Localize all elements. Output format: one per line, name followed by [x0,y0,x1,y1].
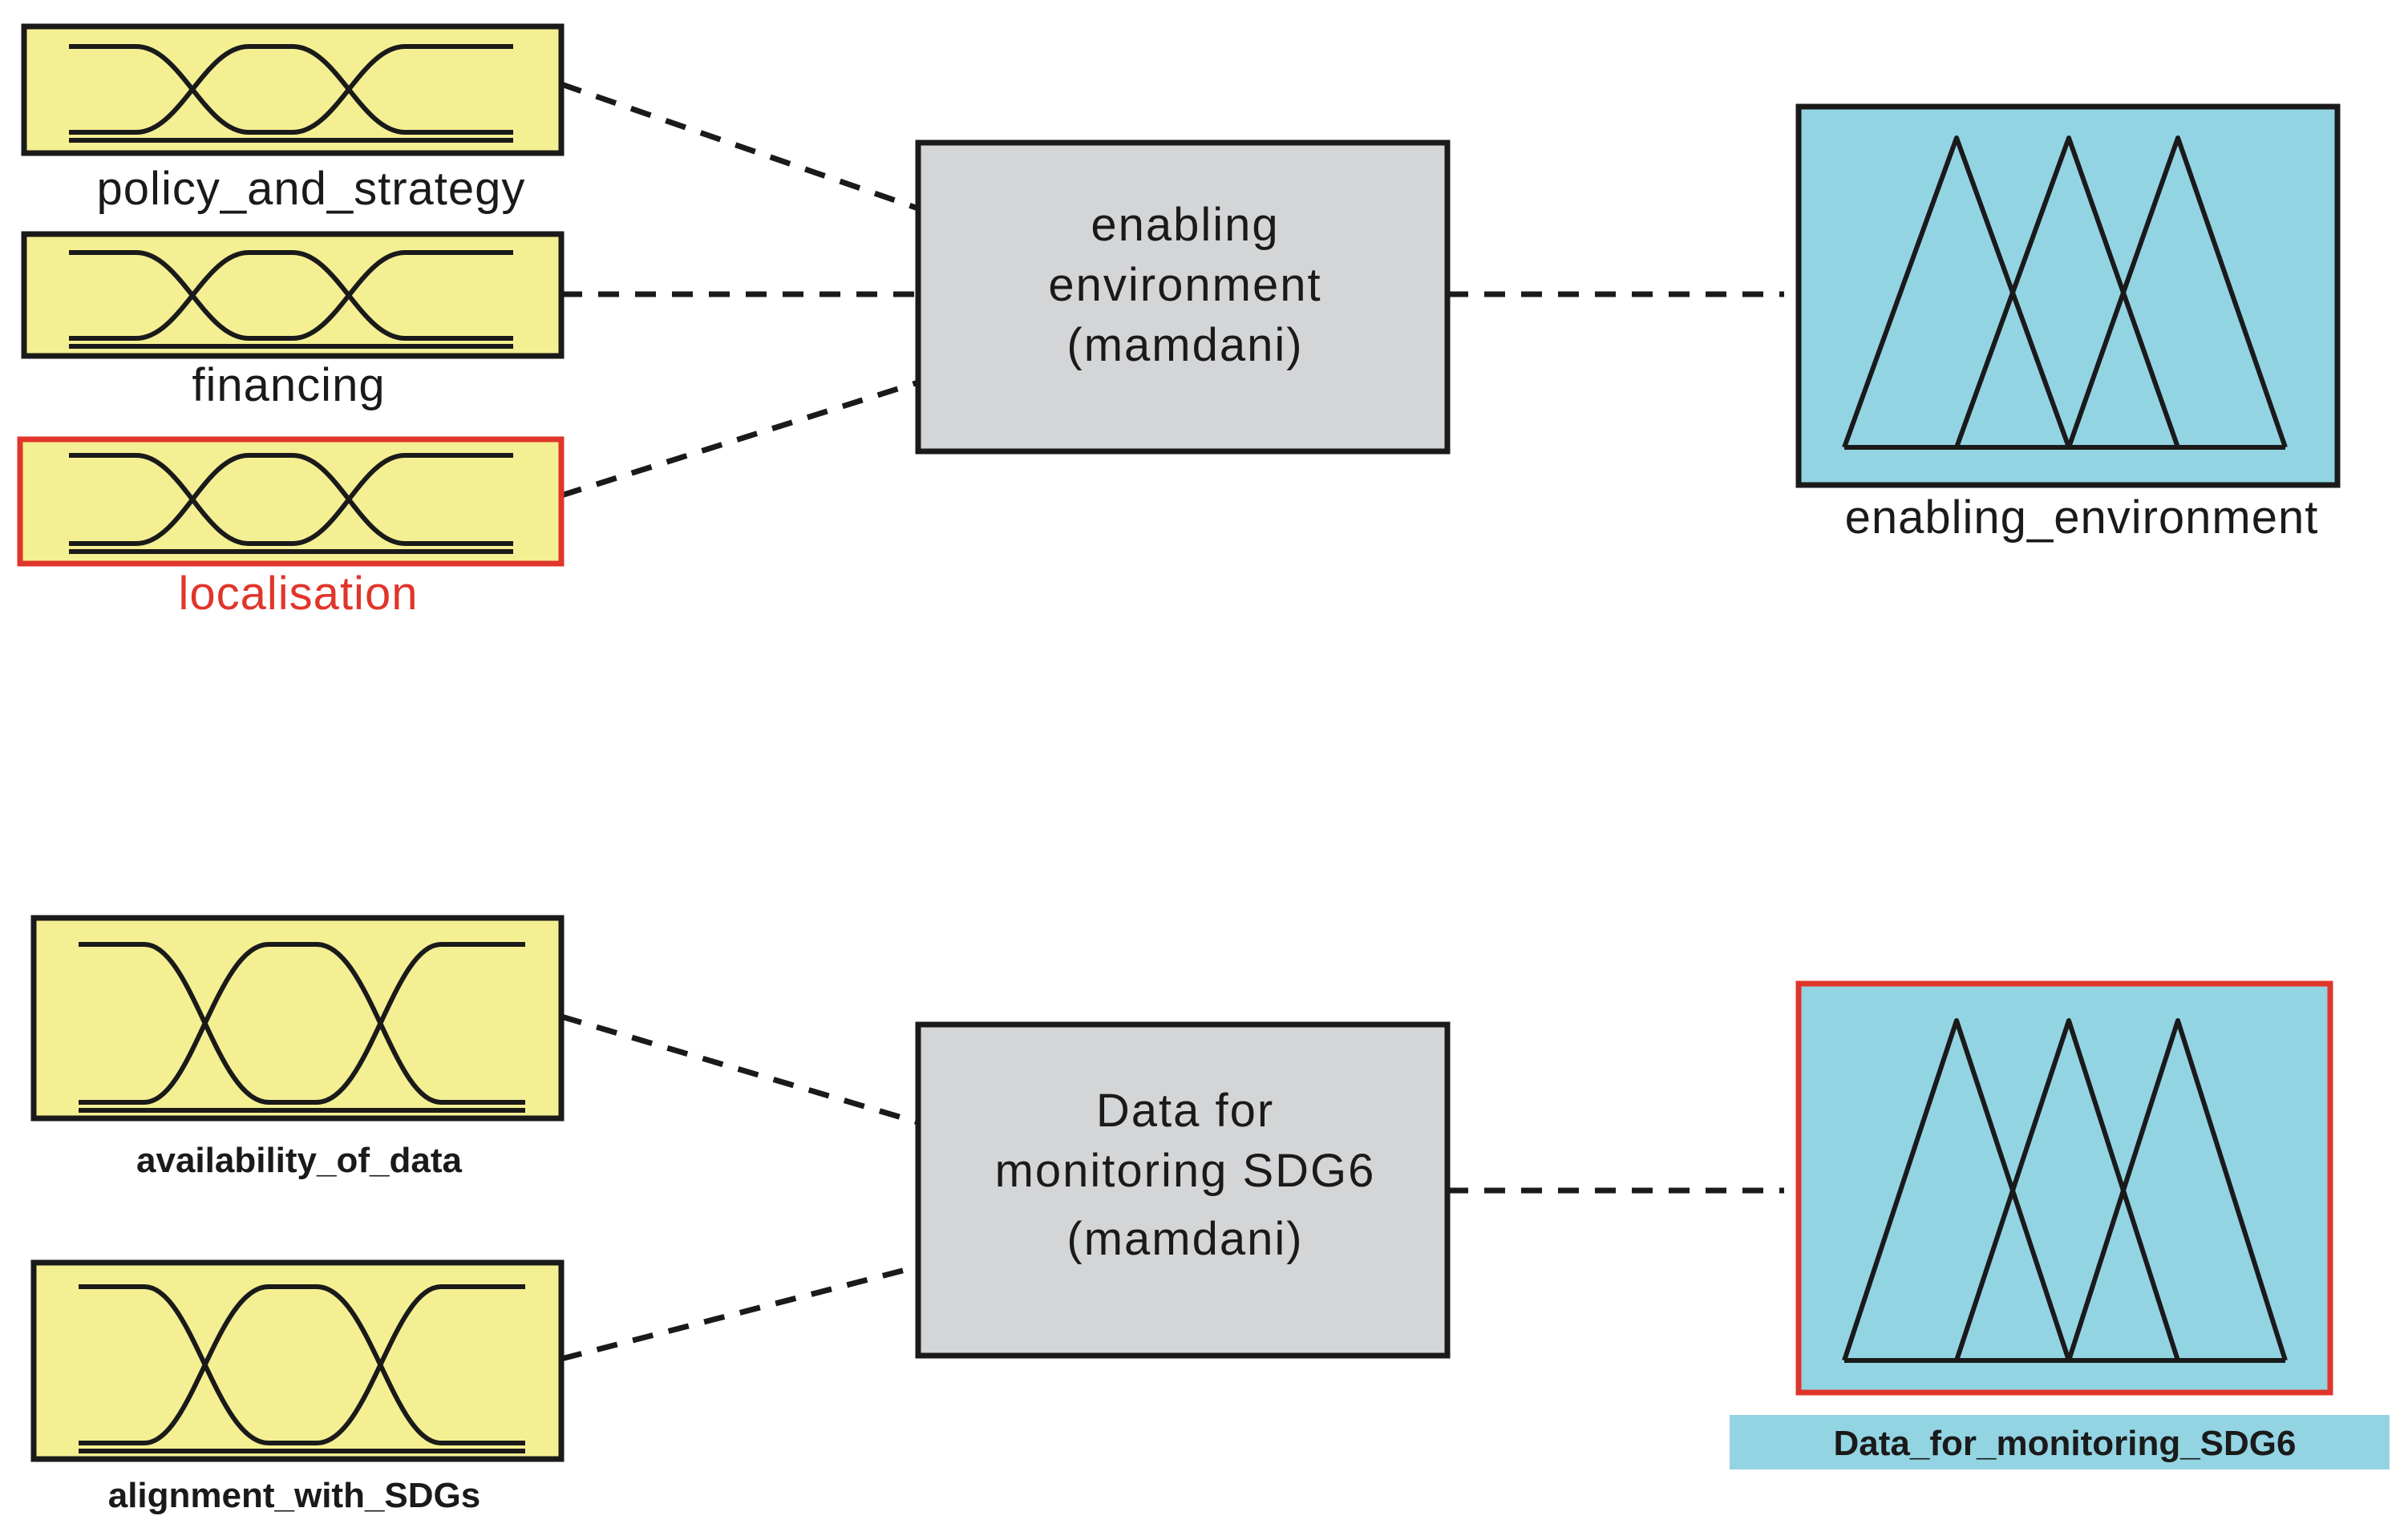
input-label-alignment-with-sdgs: alignment_with_SDGs [108,1476,481,1515]
system-label-line1: Data for [1096,1085,1274,1137]
input-block-alignment-with-sdgs[interactable] [30,1259,565,1462]
system-label-line2: environment [1048,259,1321,311]
triangular-membership-icon [1842,1018,2288,1363]
system-label-line1: enabling [1091,199,1279,251]
connector-policy-to-system [560,81,920,212]
input-label-availability-of-data: availability_of_data [136,1141,462,1180]
system-block-enabling-environment[interactable]: enabling environment (mamdani) [915,139,1451,455]
input-label-localisation: localisation [179,568,419,620]
system-label-line3: (mamdani) [1066,319,1303,371]
system-label-line2: monitoring SDG6 [995,1145,1376,1197]
system-label-line3: (mamdani) [1066,1213,1303,1265]
membership-functions-icon [79,942,525,1113]
input-label-financing: financing [192,359,385,411]
system-block-data-for-monitoring[interactable]: Data for monitoring SDG6 (mamdani) [915,1021,1451,1359]
membership-functions-icon [69,250,513,349]
connector-alignment-to-system [561,1263,919,1362]
triangular-membership-icon [1842,135,2288,450]
output-block-data-for-monitoring[interactable] [1795,980,2333,1396]
input-block-policy-and-strategy[interactable] [21,23,565,156]
output-block-enabling-environment[interactable] [1795,103,2341,488]
input-block-financing[interactable] [21,231,565,359]
membership-functions-icon [69,453,513,554]
output-label-enabling-environment: enabling_environment [1845,491,2319,544]
input-block-availability-of-data[interactable] [30,915,565,1122]
membership-functions-icon [69,44,513,143]
output-label-data-for-monitoring: Data_for_monitoring_SDG6 [1834,1424,2297,1463]
input-block-localisation[interactable] [17,436,565,567]
input-label-policy-and-strategy: policy_and_strategy [97,163,526,215]
output-label-highlight [1730,1415,2390,1469]
connector-localisation-to-system [560,379,920,499]
membership-functions-icon [79,1284,525,1453]
connector-availability-to-system [561,1013,919,1126]
